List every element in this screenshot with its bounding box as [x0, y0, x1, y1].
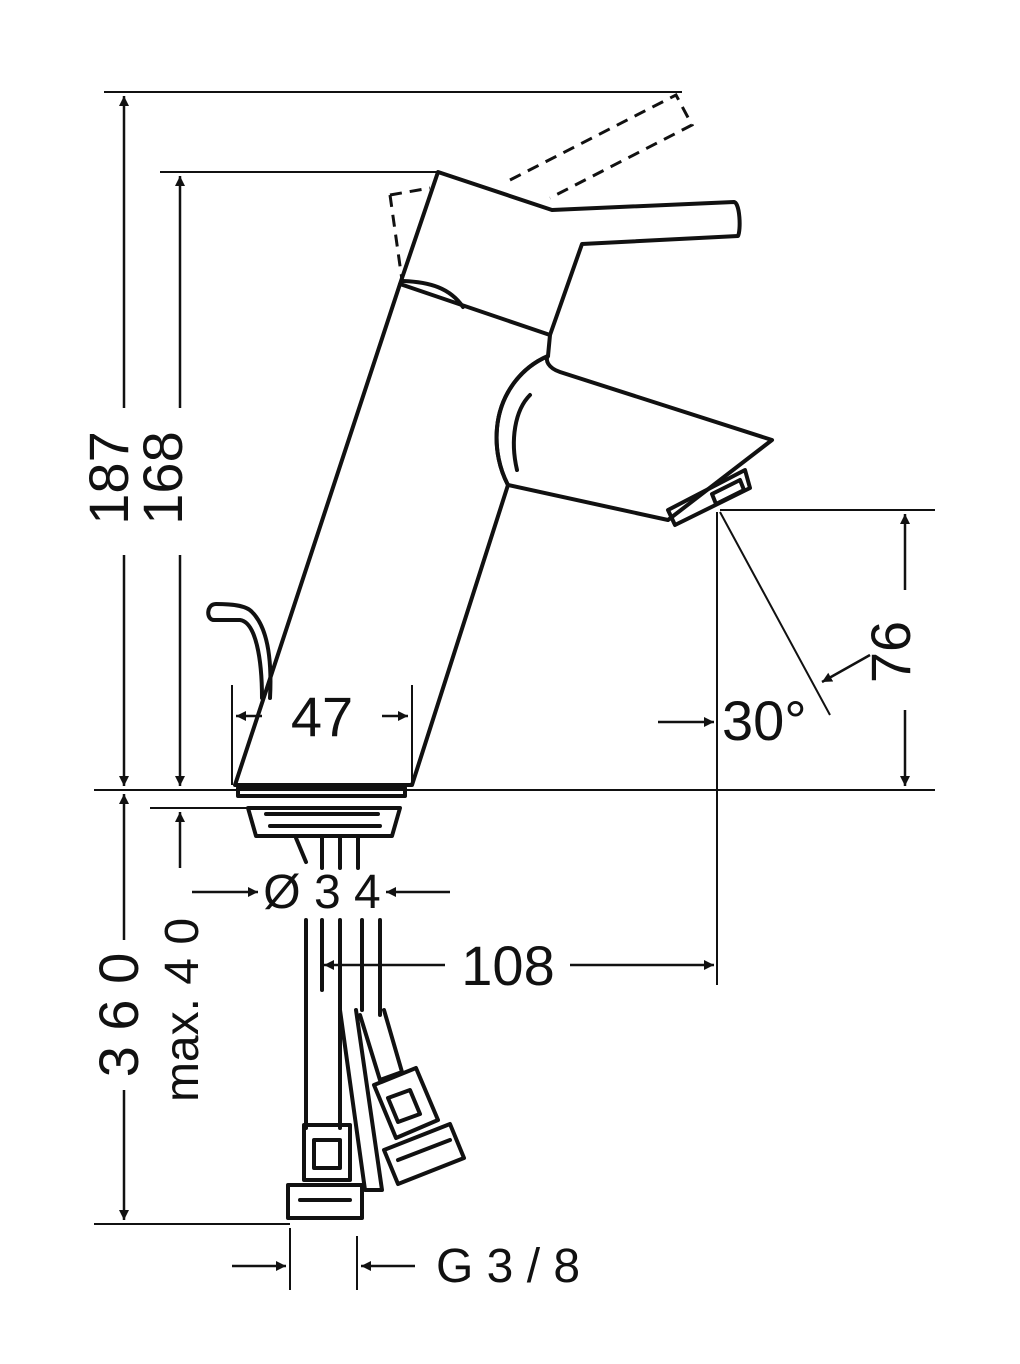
spout-inner-line	[511, 393, 532, 472]
label-diameter-34: Ø 3 4	[263, 866, 380, 919]
aerator-insert	[710, 478, 746, 506]
spout	[494, 354, 774, 522]
fitting-right-window	[386, 1088, 422, 1124]
label-47: 47	[291, 685, 353, 748]
base-plate	[236, 786, 407, 798]
fitting-right-nut-line	[396, 1138, 452, 1162]
label-168: 168	[131, 431, 194, 524]
label-max-40: max. 4 0	[156, 918, 209, 1102]
label-108: 108	[461, 934, 554, 997]
label-360: 3 6 0	[87, 953, 150, 1078]
hose-diagonal	[338, 1008, 384, 1192]
fitting-right-body	[372, 1066, 440, 1140]
dashed-lever-base	[389, 186, 431, 197]
lever-alternate-position	[388, 92, 695, 281]
dashed-lever-left	[388, 194, 404, 281]
label-g-3-8: G 3 / 8	[436, 1240, 580, 1293]
label-30-degrees: 30°	[722, 689, 807, 752]
spout-angle-line	[719, 511, 831, 716]
fitting-left-window	[312, 1138, 342, 1170]
fitting-right-nut	[382, 1122, 466, 1186]
label-187: 187	[77, 431, 140, 524]
lever-handle	[398, 170, 742, 337]
aerator	[666, 468, 752, 527]
fitting-left-nut	[286, 1183, 364, 1220]
dashed-lever-arm	[509, 92, 695, 200]
label-76: 76	[859, 621, 922, 683]
popup-rod	[206, 602, 273, 700]
lever-joint-line	[401, 279, 465, 309]
mounting-nut	[246, 806, 402, 838]
faucet-body	[233, 282, 552, 787]
fitting-left-body	[302, 1123, 352, 1182]
dim-angle-arrow	[821, 653, 871, 684]
shank-line-1	[294, 836, 308, 864]
faucet-outline	[206, 170, 774, 1220]
